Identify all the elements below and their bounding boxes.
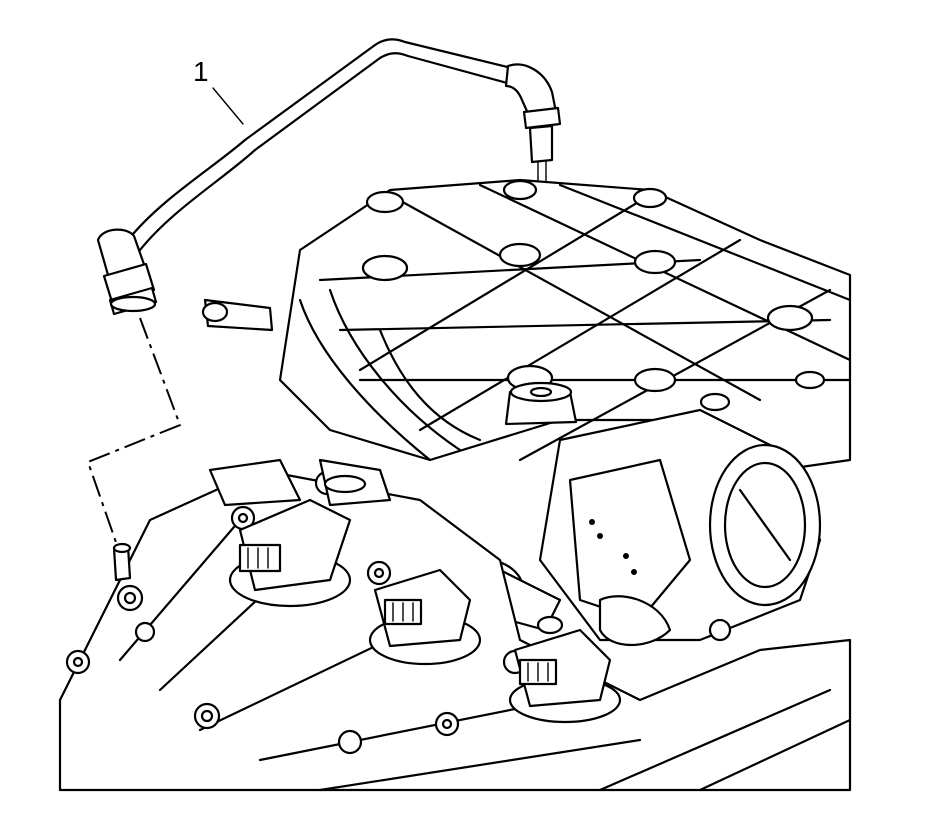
ignition-coils: [208, 458, 622, 724]
ignition-coil: [368, 568, 482, 666]
throttle-body: [445, 408, 822, 647]
callout-leader: [212, 87, 244, 125]
ignition-coil: [508, 628, 622, 724]
callout-1-label: 1: [193, 56, 209, 87]
pcv-hose: [96, 38, 562, 316]
intake-manifold: [201, 178, 852, 472]
ignition-coil: [208, 458, 352, 608]
